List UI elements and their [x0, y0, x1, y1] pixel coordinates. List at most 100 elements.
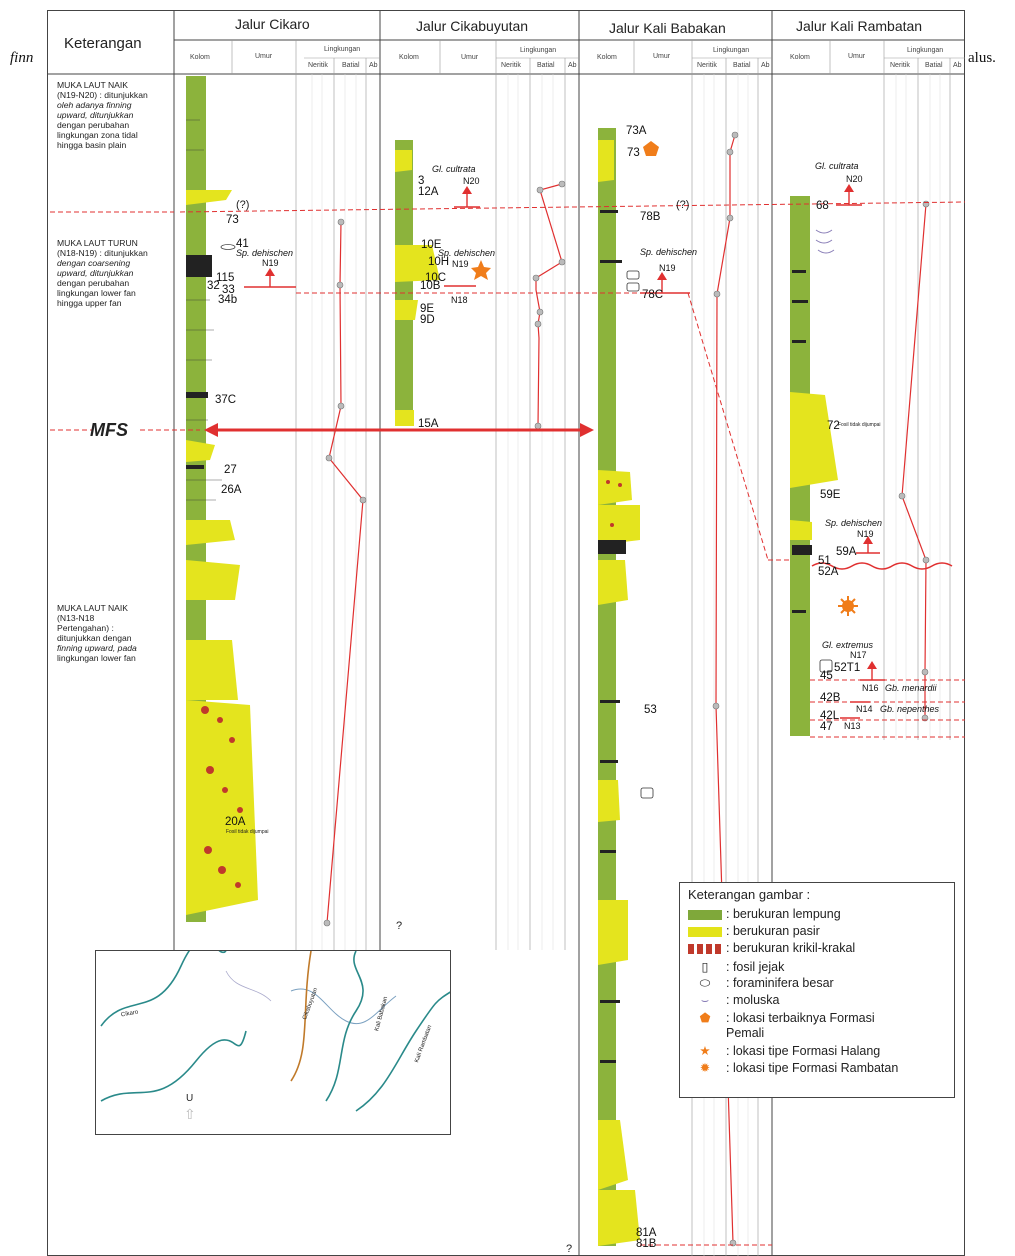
sample-label: 59A	[836, 546, 857, 558]
star-marker-icon	[471, 260, 491, 280]
uncertainty-mark: (?)	[676, 199, 690, 211]
uncertainty-mark: (?)	[236, 199, 250, 211]
biozone-label: Gl. extremus	[822, 640, 874, 650]
sample-label: 34b	[218, 294, 238, 306]
sample-label: 9D	[420, 314, 435, 326]
sample-label: 53	[644, 704, 657, 716]
sample-label: 26A	[221, 484, 242, 496]
track-header-babakan: Jalur Kali Babakan	[609, 20, 726, 36]
subheader-lingkungan: Lingkungan	[520, 47, 557, 54]
subheader-batial: Batial	[733, 62, 751, 69]
sample-label: 10C	[425, 272, 447, 284]
subheader-batial: Batial	[342, 62, 360, 69]
subheader-ab: Ab	[761, 62, 770, 69]
sample-label: 73	[627, 147, 640, 159]
north-label: U	[186, 1093, 194, 1104]
biozone-label: Sp. dehischen	[640, 247, 698, 257]
cikaro-column	[186, 76, 258, 922]
biozone-label: N16	[862, 683, 879, 693]
sample-label: 81A	[636, 1227, 657, 1239]
biozone-label: N19	[262, 258, 279, 268]
biozone-label: N19	[857, 529, 874, 539]
gravel-swatch-icon	[688, 943, 722, 954]
biozone-label: N14	[856, 704, 873, 714]
north-arrow-icon: ⇧	[184, 1106, 196, 1122]
biozone-label: N20	[846, 174, 863, 184]
subheader-kolom: Kolom	[399, 54, 419, 61]
uncertainty-mark: ?	[566, 1243, 573, 1255]
sample-label: 15A	[418, 418, 439, 430]
sample-label: 52A	[818, 566, 839, 578]
legend-item-sand: : berukuran pasir	[688, 924, 820, 938]
subheader-umur: Umur	[461, 54, 479, 61]
track-header-cikabuyutan: Jalur Cikabuyutan	[416, 18, 529, 34]
biozone-label: Gl. cultrata	[432, 164, 476, 174]
subheader-lingkungan: Lingkungan	[324, 46, 361, 53]
subheader-ab: Ab	[568, 62, 577, 69]
subheader-neritik: Neritik	[308, 62, 328, 69]
biozone-label: Sp. dehischen	[236, 248, 294, 258]
subheader-umur: Umur	[653, 53, 671, 60]
uncertainty-mark: ?	[396, 920, 403, 932]
biozone-label: Gb. nepenthes	[880, 704, 940, 714]
legend-item-pemali: ⬟: lokasi terbaiknya Formasi	[699, 1011, 875, 1025]
sample-label: 78C	[642, 289, 664, 301]
legend-item-halang: ★: lokasi tipe Formasi Halang	[699, 1044, 881, 1058]
sample-label: 42B	[820, 692, 841, 704]
sample-label: 10H	[428, 256, 450, 268]
keterangan-header: Keterangan	[64, 35, 142, 52]
subheader-kolom: Kolom	[790, 54, 810, 61]
subheader-kolom: Kolom	[597, 54, 617, 61]
subheader-ab: Ab	[953, 62, 962, 69]
legend-item-foraminifera: ⬭: foraminifera besar	[699, 976, 834, 990]
subheader-kolom: Kolom	[190, 54, 210, 61]
sample-label: 72	[827, 420, 840, 432]
rambatan-column	[790, 196, 838, 736]
fossil-note: Fosil tidak dijumpai	[226, 829, 269, 835]
sample-label: 47	[820, 721, 833, 733]
subheader-batial: Batial	[925, 62, 943, 69]
legend: Keterangan gambar : : berukuran lempung …	[679, 882, 955, 1098]
cikabuyutan-column	[395, 140, 440, 426]
sample-label: 81B	[636, 1238, 657, 1250]
legend-item-mollusca: ⌣: moluska	[700, 993, 780, 1007]
biozone-label: Sp. dehischen	[438, 248, 496, 258]
biozone-label: N13	[844, 721, 861, 731]
sample-label: 41	[236, 238, 249, 250]
sample-label: 32	[207, 280, 220, 292]
sun-marker-icon	[838, 596, 858, 616]
legend-item-trace-fossil: ▯: fosil jejak	[701, 960, 785, 974]
location-map: Cikaro Cikabuyutan Kali Babakan Kali Ram…	[95, 950, 451, 1135]
biozone-label: N19	[659, 263, 676, 273]
legend-item-rambatan: ✹: lokasi tipe Formasi Rambatan	[699, 1061, 899, 1075]
sample-label: 27	[224, 464, 237, 476]
subheader-lingkungan: Lingkungan	[713, 47, 750, 54]
fossil-note: Fosil tidak dijumpai	[838, 422, 881, 428]
description-sea-level-rise-lower: MUKA LAUT NAIK(N13-N18 Pertengahan) :dit…	[57, 603, 137, 663]
description-sea-level-rise-upper: MUKA LAUT NAIK(N19-N20) : ditunjukkan ol…	[57, 80, 148, 150]
sample-label: 42L	[820, 710, 840, 722]
background-text-right: alus.	[968, 50, 996, 66]
subheader-neritik: Neritik	[890, 62, 910, 69]
track-header-rambatan: Jalur Kali Rambatan	[796, 18, 923, 34]
pentagon-marker-icon	[643, 141, 659, 156]
subheader-umur: Umur	[848, 53, 866, 60]
track-header-cikaro: Jalur Cikaro	[235, 16, 310, 32]
sample-label: 115	[216, 272, 235, 284]
sample-label: 9E	[420, 303, 435, 315]
sample-label: 20A	[225, 816, 246, 828]
legend-item-gravel: : berukuran krikil-krakal	[688, 941, 855, 955]
biozone-label: N18	[451, 295, 468, 305]
sample-label: 33	[222, 284, 235, 296]
sample-label: 73	[226, 214, 239, 226]
sample-label: 45	[820, 670, 833, 682]
subheader-ab: Ab	[369, 62, 378, 69]
sample-label: 59E	[820, 489, 841, 501]
background-text-left: finn	[10, 50, 34, 66]
clay-swatch-icon	[688, 909, 722, 920]
biozone-label: N20	[463, 176, 480, 186]
sample-label: 12A	[418, 186, 439, 198]
legend-item-clay: : berukuran lempung	[688, 907, 841, 921]
biozone-label: N17	[850, 650, 867, 660]
